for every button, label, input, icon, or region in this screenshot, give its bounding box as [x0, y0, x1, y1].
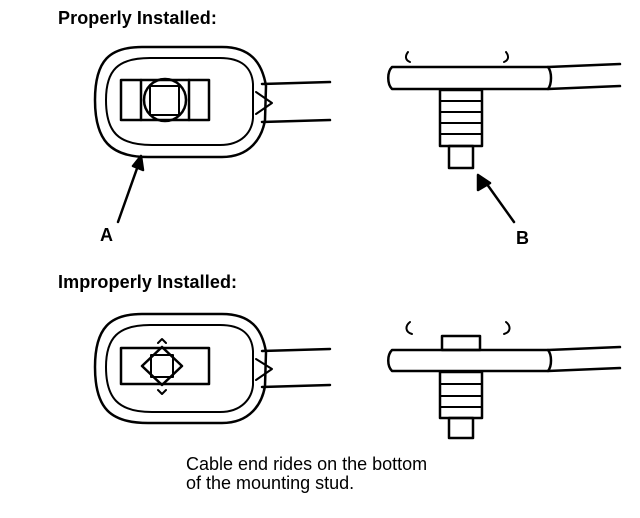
callout-a-arrow — [116, 154, 145, 224]
note-line-1: Cable end rides on the bottom — [186, 454, 428, 474]
callout-a-label: A — [100, 225, 113, 245]
improperly-installed-heading: Improperly Installed: — [58, 272, 238, 292]
proper-cable-side-view — [387, 51, 622, 170]
note-line-2: of the mounting stud. — [186, 473, 355, 493]
callout-b-label: B — [516, 228, 529, 248]
note-text: Cable end rides on the bottom of the mou… — [186, 455, 427, 493]
callout-b-arrow — [476, 173, 516, 224]
properly-installed-heading: Properly Installed: — [58, 8, 217, 28]
improper-cable-end-top-view — [93, 312, 332, 425]
proper-cable-end-top-view — [93, 45, 332, 159]
improper-cable-side-view — [387, 321, 622, 440]
